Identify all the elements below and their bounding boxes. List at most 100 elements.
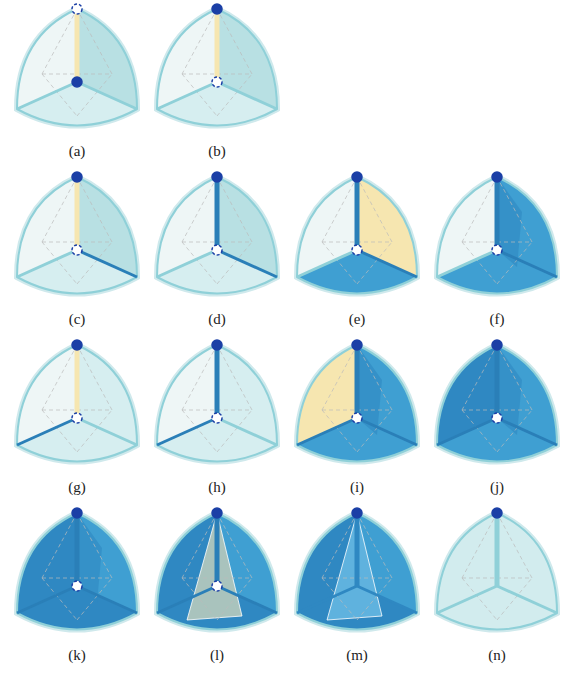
- panel-label: (j): [490, 479, 504, 496]
- vertex-dot: [212, 340, 222, 350]
- vertex-dot: [212, 77, 222, 87]
- vertex-dot: [72, 172, 82, 182]
- edge: [495, 177, 500, 250]
- edge: [75, 177, 80, 250]
- edge: [437, 250, 497, 277]
- edge: [215, 513, 220, 586]
- vertex-dot: [72, 4, 82, 14]
- edge: [77, 250, 137, 277]
- panel-label: (i): [350, 479, 364, 496]
- vertex-dot: [492, 340, 502, 350]
- edge: [17, 82, 77, 109]
- edge: [215, 177, 220, 250]
- edge: [355, 345, 360, 418]
- inner-face: [187, 513, 242, 620]
- panel-label: (b): [208, 143, 226, 160]
- sphere-halo: [297, 513, 417, 630]
- edge: [157, 418, 217, 445]
- panel-label: (g): [68, 479, 86, 496]
- vertex-dot: [212, 245, 222, 255]
- panel-label: (m): [346, 647, 368, 664]
- edge: [497, 250, 557, 277]
- vertex-dot: [352, 413, 362, 423]
- panel-label: (l): [210, 647, 224, 664]
- edge: [17, 586, 77, 613]
- outline: [437, 513, 557, 630]
- vertex-dot: [492, 172, 502, 182]
- sphere-halo: [17, 9, 137, 126]
- octant-panel: [437, 508, 557, 630]
- sphere-halo: [437, 177, 557, 294]
- edge: [157, 82, 217, 109]
- octant-panel: [17, 172, 137, 294]
- edge: [75, 9, 80, 82]
- panel-label: (h): [208, 479, 226, 496]
- outline: [157, 177, 277, 294]
- edge: [75, 345, 80, 418]
- vertex-dot: [72, 508, 82, 518]
- octant-panel: [157, 508, 277, 630]
- octant-panel: [297, 508, 417, 630]
- sphere-halo: [297, 177, 417, 294]
- panel-label: (n): [488, 647, 506, 664]
- edge: [217, 250, 277, 277]
- edge: [17, 250, 77, 277]
- octant-panel: [297, 340, 417, 462]
- edge: [77, 418, 137, 445]
- vertex-dot: [492, 245, 502, 255]
- outline: [157, 345, 277, 462]
- outline: [297, 513, 417, 630]
- sphere-halo: [17, 177, 137, 294]
- outline: [157, 9, 277, 126]
- edge: [215, 345, 220, 418]
- inner-face: [327, 513, 382, 620]
- edge: [157, 250, 217, 277]
- octant-panel: [437, 340, 557, 462]
- octant-panel: [17, 508, 137, 630]
- edge: [355, 177, 360, 250]
- edge: [297, 586, 357, 613]
- vertex-dot: [212, 508, 222, 518]
- sphere-halo: [157, 177, 277, 294]
- edge: [217, 82, 277, 109]
- edge: [357, 586, 417, 613]
- outline: [297, 345, 417, 462]
- outline: [17, 345, 137, 462]
- edge: [17, 418, 77, 445]
- vertex-dot: [72, 340, 82, 350]
- sphere-halo: [17, 345, 137, 462]
- sphere-halo: [297, 345, 417, 462]
- edge: [157, 586, 217, 613]
- edge: [217, 586, 277, 613]
- panel-label: (c): [69, 311, 86, 328]
- edge: [215, 9, 220, 82]
- edge: [497, 586, 557, 613]
- edge: [297, 418, 357, 445]
- vertex-dot: [212, 581, 222, 591]
- vertex-dot: [352, 172, 362, 182]
- outline: [437, 177, 557, 294]
- edge: [495, 513, 500, 586]
- panel-label: (d): [208, 311, 226, 328]
- outline: [157, 513, 277, 630]
- octant-panel: [157, 172, 277, 294]
- outline: [437, 345, 557, 462]
- sphere-halo: [17, 513, 137, 630]
- octant-panel: [297, 172, 417, 294]
- vertex-dot: [492, 413, 502, 423]
- edge: [357, 418, 417, 445]
- vertex-dot: [492, 508, 502, 518]
- outline: [297, 177, 417, 294]
- edge: [297, 250, 357, 277]
- panel-label: (e): [349, 311, 366, 328]
- edge: [437, 418, 497, 445]
- edge: [495, 345, 500, 418]
- vertex-dot: [72, 245, 82, 255]
- edge: [75, 513, 80, 586]
- octant-panel: [437, 172, 557, 294]
- sphere-halo: [157, 345, 277, 462]
- vertex-dot: [352, 245, 362, 255]
- octant-panel: [17, 340, 137, 462]
- sphere-halo: [157, 513, 277, 630]
